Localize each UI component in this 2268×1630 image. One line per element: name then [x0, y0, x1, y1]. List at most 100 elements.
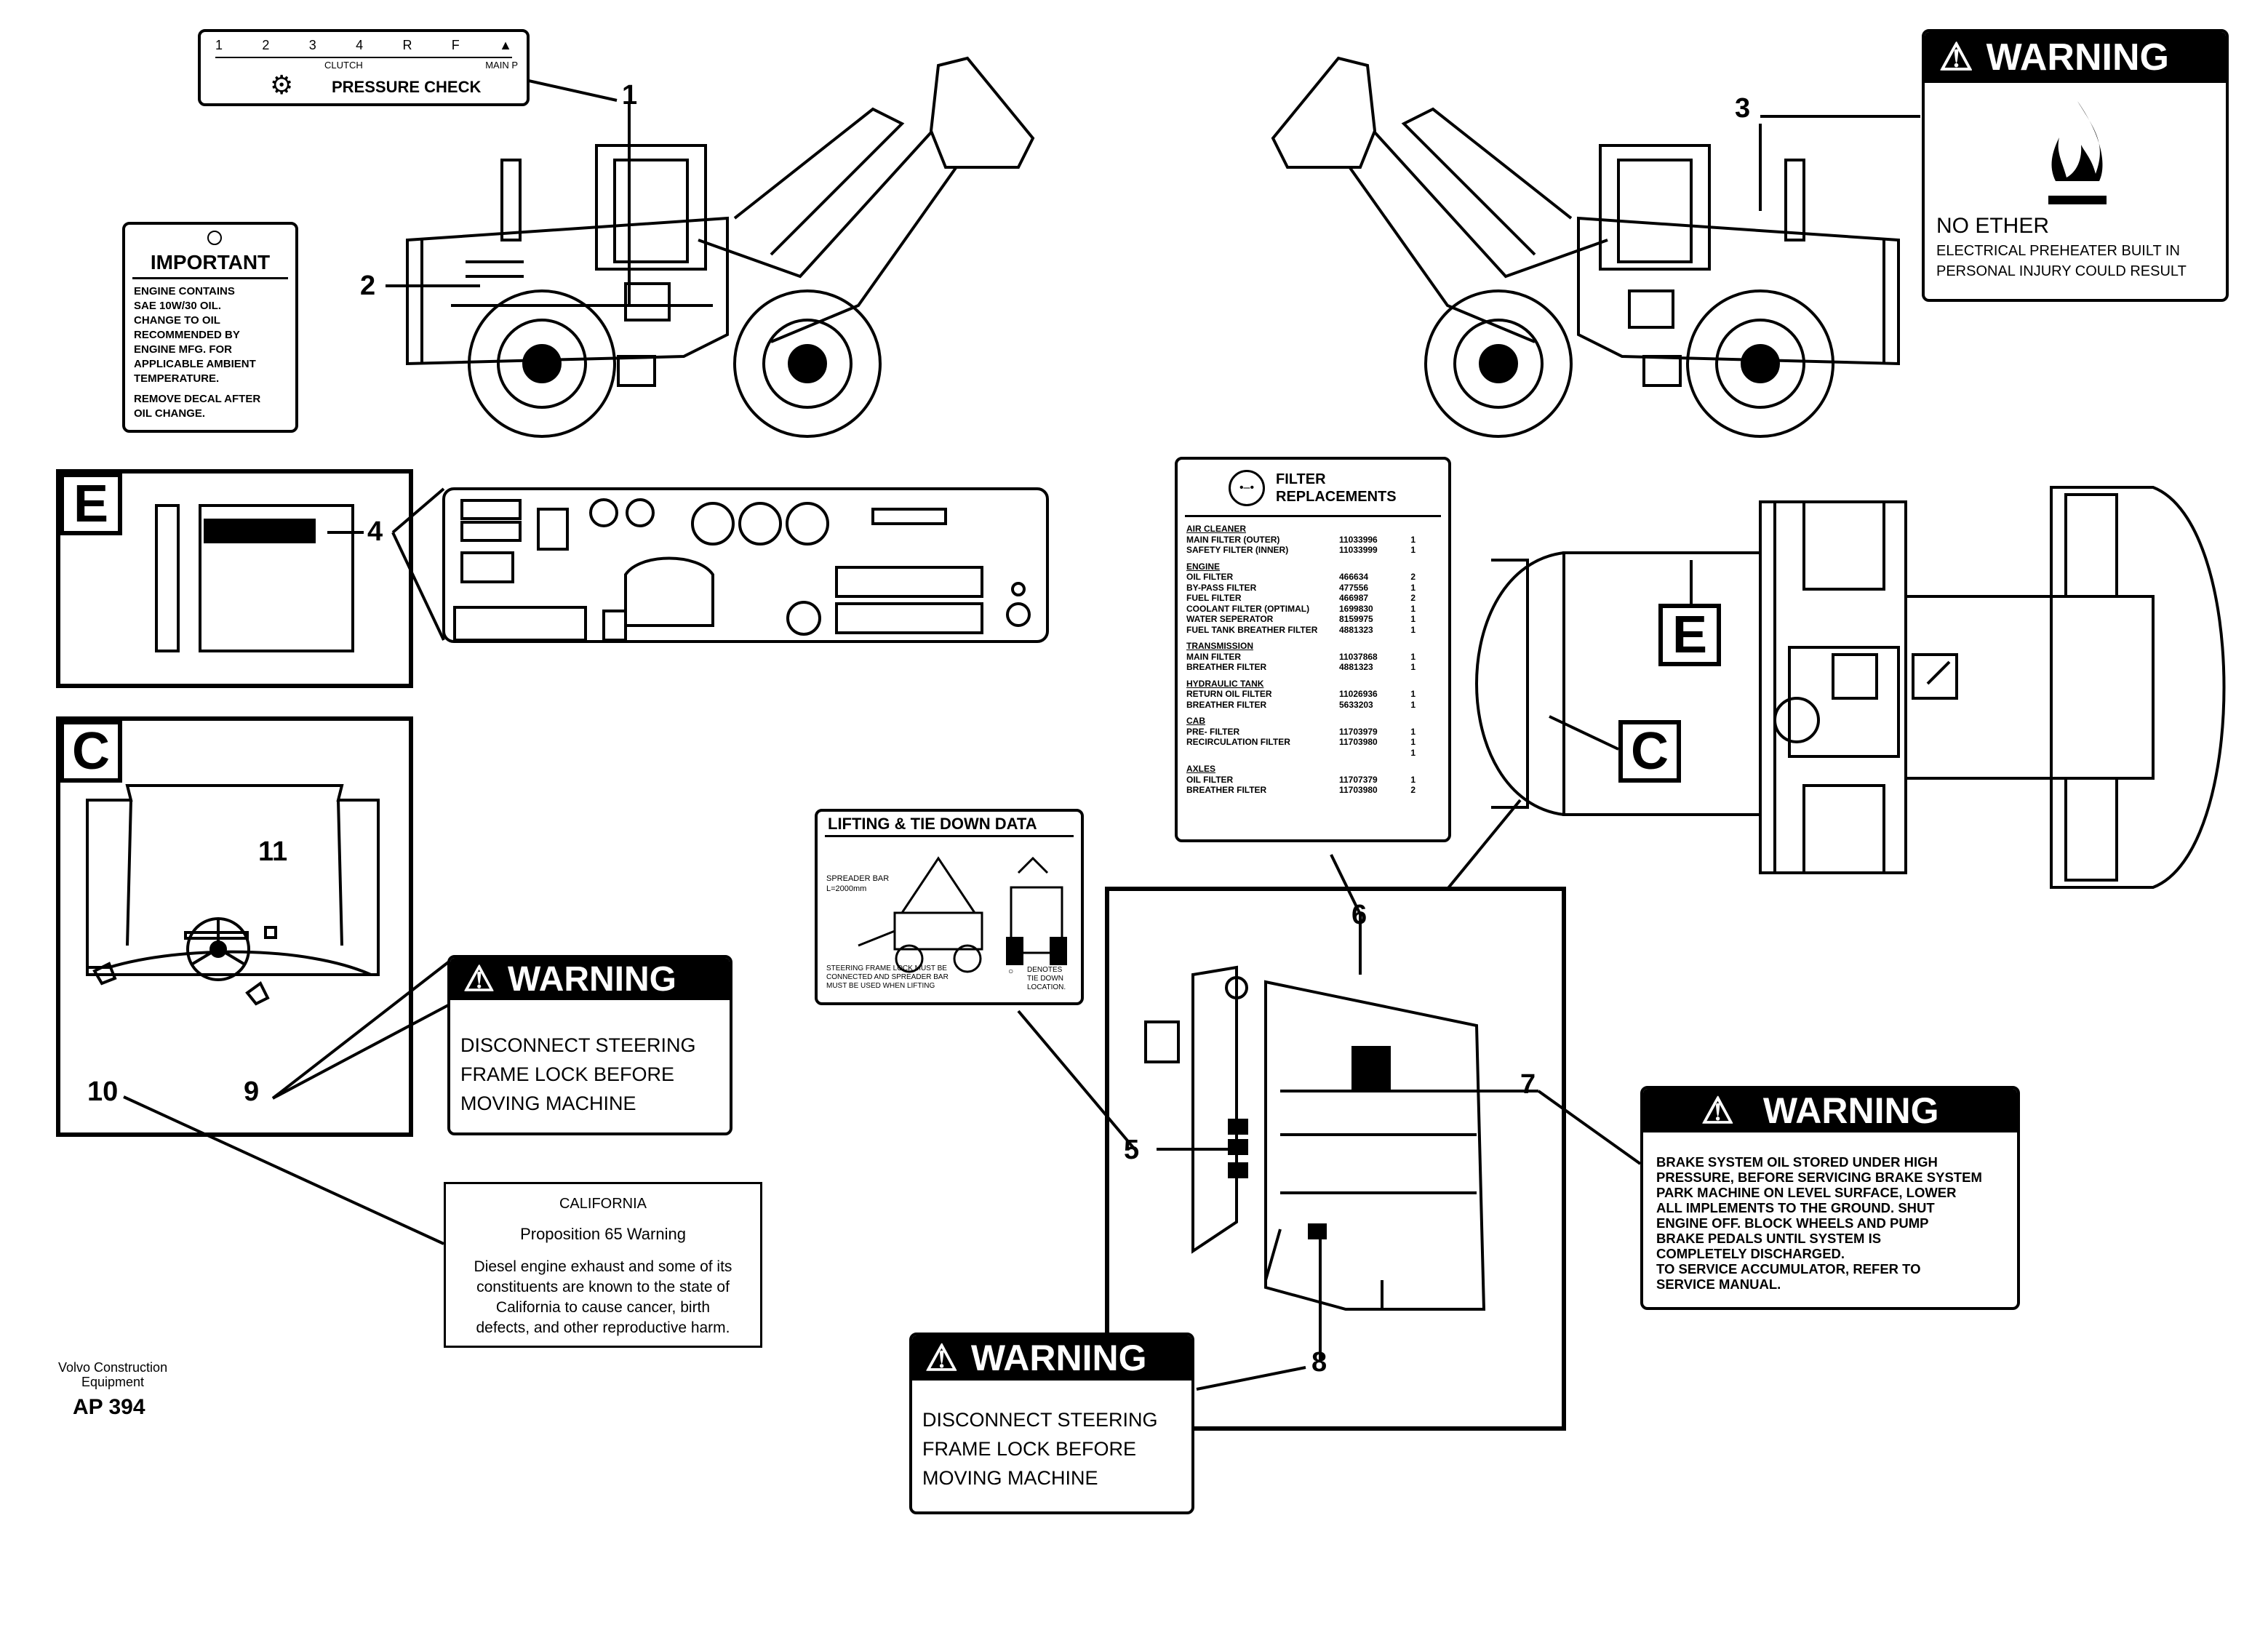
detail-label-e: E — [60, 473, 122, 535]
tie-down-legend: LOCATION. — [1027, 983, 1066, 991]
filter-title-1: FILTER — [1276, 471, 1326, 487]
machine-top-view — [1475, 486, 2226, 889]
steering-lock-warning-decal-8: ⚠ WARNING DISCONNECT STEERING FRAME LOCK… — [909, 1333, 1194, 1514]
warning-header: WARNING — [970, 1338, 1147, 1378]
steering-warning-line: MOVING MACHINE — [922, 1467, 1098, 1489]
arrow-up-icon: ▲ — [499, 38, 512, 52]
brake-valve-sketch — [1144, 965, 1486, 1311]
detail-label-c: C — [60, 720, 122, 783]
brake-warning-line: ALL IMPLEMENTS TO THE GROUND. SHUT — [1656, 1200, 1935, 1215]
california-line: Diesel engine exhaust and some of its — [474, 1258, 732, 1275]
wheel-loader-right-view — [1271, 56, 1900, 438]
california-subtitle: Proposition 65 Warning — [520, 1225, 686, 1243]
callout-8: 8 — [1311, 1347, 1327, 1378]
clutch-label: CLUTCH — [324, 60, 363, 71]
brand-line-1: Volvo Construction — [58, 1360, 168, 1375]
lifting-tie-down-decal: LIFTING & TIE DOWN DATA SPREADER BAR L=2… — [815, 809, 1084, 1005]
callout-1: 1 — [622, 80, 638, 111]
scale-label: 1 — [215, 38, 223, 52]
topview-marker-c: C — [1618, 720, 1681, 783]
warning-header: WARNING — [1986, 36, 2169, 79]
important-line: TEMPERATURE. — [134, 372, 220, 385]
california-prop65-decal: CALIFORNIA Proposition 65 Warning Diesel… — [444, 1182, 762, 1348]
scale-label: 2 — [262, 38, 270, 52]
pressure-check-title: PRESSURE CHECK — [332, 78, 482, 96]
cab-door-sketch — [155, 504, 354, 652]
lifting-title: LIFTING & TIE DOWN DATA — [828, 815, 1037, 833]
detail-frame-e — [56, 469, 413, 688]
important-line: RECOMMENDED BY — [134, 329, 240, 341]
scale-label: R — [402, 38, 412, 52]
filter-icon: •–• — [1229, 470, 1265, 506]
warning-triangle-icon: ⚠ — [1939, 36, 1973, 79]
callout-5: 5 — [1124, 1135, 1140, 1165]
filter-section-name: AIR CLEANER — [1186, 524, 1247, 534]
important-line: SAE 10W/30 OIL. — [134, 300, 222, 312]
filter-replacements-decal: •–• FILTER REPLACEMENTS AIR CLEANER MAIN… — [1175, 457, 1451, 842]
spreader-length: L=2000mm — [826, 884, 867, 893]
callout-4: 4 — [367, 516, 383, 547]
callout-11: 11 — [258, 836, 288, 867]
brake-warning-line: COMPLETELY DISCHARGED. — [1656, 1246, 1845, 1261]
tie-down-legend: DENOTES — [1027, 966, 1063, 974]
filter-section-name: ENGINE — [1186, 561, 1221, 572]
detail-frame-brake — [1105, 887, 1566, 1431]
california-line: California to cause cancer, birth — [495, 1299, 711, 1316]
steering-warning-line: DISCONNECT STEERING — [460, 1034, 696, 1056]
lifting-note: STEERING FRAME LOCK MUST BE — [826, 964, 947, 972]
leader-lines — [123, 75, 1920, 1391]
control-panel-decal — [442, 487, 1049, 643]
warning-triangle-icon: ⚠ — [1701, 1090, 1734, 1131]
no-ether-title: NO ETHER — [1936, 214, 2050, 238]
lifting-diagram — [858, 856, 1067, 973]
california-title: CALIFORNIA — [559, 1196, 647, 1212]
scale-label: 4 — [356, 38, 364, 52]
flame-icon — [2045, 94, 2110, 225]
warning-triangle-icon: ⚠ — [463, 960, 495, 999]
brake-system-warning-decal: ⚠ WARNING BRAKE SYSTEM OIL STORED UNDER … — [1640, 1086, 2020, 1310]
brake-warning-line: BRAKE PEDALS UNTIL SYSTEM IS — [1656, 1231, 1882, 1246]
important-line: APPLICABLE AMBIENT — [134, 358, 256, 370]
warning-header: WARNING — [1762, 1090, 1939, 1131]
important-decal: IMPORTANT ENGINE CONTAINS SAE 10W/30 OIL… — [122, 222, 298, 433]
gear-icon: ⚙ — [270, 70, 294, 100]
callout-7: 7 — [1520, 1069, 1536, 1100]
filter-section-name: HYDRAULIC TANK — [1186, 678, 1264, 689]
steering-warning-line: FRAME LOCK BEFORE — [922, 1438, 1137, 1460]
mount-hole-icon — [207, 231, 222, 245]
callout-9: 9 — [244, 1076, 260, 1107]
drawing-code: AP 394 — [73, 1395, 145, 1419]
warning-header: WARNING — [508, 959, 677, 999]
main-p-label: MAIN P — [485, 60, 518, 71]
important-line: OIL CHANGE. — [134, 407, 206, 420]
tie-down-icon: ○ — [1008, 966, 1014, 976]
detail-frame-c — [56, 716, 413, 1137]
brake-warning-line: ENGINE OFF. BLOCK WHEELS AND PUMP — [1656, 1215, 1929, 1231]
ether-line: PERSONAL INJURY COULD RESULT — [1936, 263, 2187, 279]
important-line: ENGINE MFG. FOR — [134, 343, 232, 356]
ether-line: ELECTRICAL PREHEATER BUILT IN — [1936, 243, 2180, 259]
no-ether-warning-decal: ⚠ WARNING NO ETHER ELECTRICAL PREHEATER … — [1922, 29, 2229, 302]
brake-warning-line: PARK MACHINE ON LEVEL SURFACE, LOWER — [1656, 1185, 1957, 1200]
wheel-loader-left-view — [406, 56, 1035, 438]
steering-warning-line: FRAME LOCK BEFORE — [460, 1063, 675, 1085]
tie-down-legend: TIE DOWN — [1027, 975, 1063, 983]
steering-warning-line: MOVING MACHINE — [460, 1092, 636, 1114]
scale-label: 3 — [308, 38, 316, 52]
